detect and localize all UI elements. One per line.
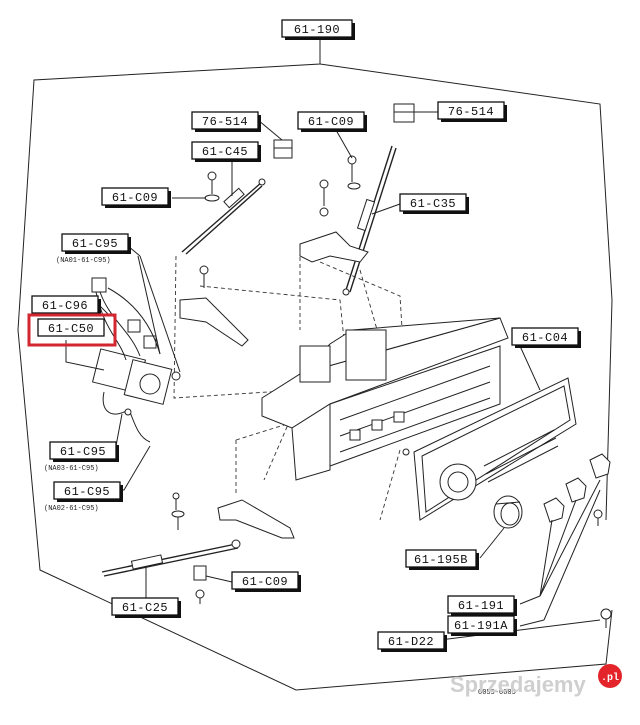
- sublabel-na03: (NA03-61-C95): [44, 465, 99, 473]
- label-61-C25: 61-C25: [111, 597, 181, 618]
- lever-bracket-left: [179, 297, 249, 347]
- label-61-C45: 61-C45: [191, 141, 261, 162]
- cable-c25: [101, 539, 241, 600]
- label-61-C35: 61-C35: [399, 193, 469, 214]
- frame-outline-right: [319, 63, 613, 521]
- watermark-suffix: .pl: [601, 672, 619, 684]
- screw-left-1: [204, 171, 220, 202]
- screw-top-1: [347, 155, 361, 190]
- label-76-514-left: 76-514: [191, 111, 261, 132]
- control-body: [261, 317, 509, 481]
- svg-text:61-191A: 61-191A: [454, 619, 508, 633]
- corner-code: 0059-0005: [478, 689, 516, 697]
- blower-switch: [91, 255, 181, 443]
- sublabel-na01: (NA01-61-C95): [56, 257, 111, 265]
- highlight-box: [27, 313, 117, 347]
- svg-text:61-C50: 61-C50: [48, 322, 94, 336]
- front-bezel: [413, 377, 577, 521]
- label-61-C95-mid: 61-C95: [49, 441, 119, 462]
- label-61-C50: 61-C50: [27, 313, 117, 347]
- svg-text:76-514: 76-514: [448, 105, 494, 119]
- label-61-C09-top: 61-C09: [297, 111, 367, 132]
- svg-text:61-C96: 61-C96: [42, 299, 88, 313]
- label-61-C09-bottom: 61-C09: [231, 571, 301, 592]
- watermark-badge: [598, 664, 622, 688]
- watermark-text: Sprzedajemy: [450, 672, 586, 697]
- watermark: Sprzedajemy .pl: [450, 664, 622, 697]
- screw-left-2: [199, 265, 209, 288]
- svg-text:61-C09: 61-C09: [242, 575, 288, 589]
- label-61-C95-top: 61-C95: [61, 233, 131, 254]
- sublabel-na02: (NA02-61-C95): [44, 505, 99, 513]
- label-61-190: 61-190: [281, 19, 355, 40]
- label-61-191A: 61-191A: [447, 615, 517, 636]
- svg-text:61-190: 61-190: [294, 23, 340, 37]
- label-61-C04: 61-C04: [511, 327, 581, 348]
- lever-bracket-lower: [217, 499, 295, 539]
- lever-bracket-upper: [299, 231, 369, 263]
- svg-text:61-C95: 61-C95: [64, 485, 110, 499]
- svg-text:61-C95: 61-C95: [72, 237, 118, 251]
- label-61-C95-low: 61-C95: [53, 481, 123, 502]
- screw-right: [402, 448, 612, 628]
- label-61-C96: 61-C96: [31, 295, 101, 316]
- cable-c35: [342, 145, 397, 296]
- screw-lower: [171, 492, 207, 604]
- svg-text:61-191: 61-191: [458, 599, 504, 613]
- svg-text:61-195B: 61-195B: [414, 553, 468, 567]
- frame-outline: [17, 38, 613, 691]
- clip-right: [393, 103, 415, 123]
- svg-text:61-C35: 61-C35: [410, 197, 456, 211]
- svg-text:61-C45: 61-C45: [202, 145, 248, 159]
- knob: [493, 495, 523, 529]
- svg-text:61-C95: 61-C95: [60, 445, 106, 459]
- screw-top-2: [319, 179, 329, 217]
- cable-c45: [181, 158, 266, 255]
- label-61-C09-left: 61-C09: [101, 187, 171, 208]
- svg-text:61-C09: 61-C09: [308, 115, 354, 129]
- slider-caps: [539, 453, 611, 621]
- svg-text:61-D22: 61-D22: [388, 635, 434, 649]
- label-76-514-right: 76-514: [437, 101, 507, 122]
- assembly-guides: [173, 250, 405, 521]
- svg-text:61-C04: 61-C04: [522, 331, 568, 345]
- label-61-D22: 61-D22: [377, 631, 447, 652]
- svg-text:61-C09: 61-C09: [112, 191, 158, 205]
- clip-left: [273, 139, 293, 159]
- svg-text:76-514: 76-514: [202, 115, 248, 129]
- svg-text:61-C25: 61-C25: [122, 601, 168, 615]
- label-61-191: 61-191: [447, 595, 517, 616]
- label-61-195B: 61-195B: [405, 549, 479, 570]
